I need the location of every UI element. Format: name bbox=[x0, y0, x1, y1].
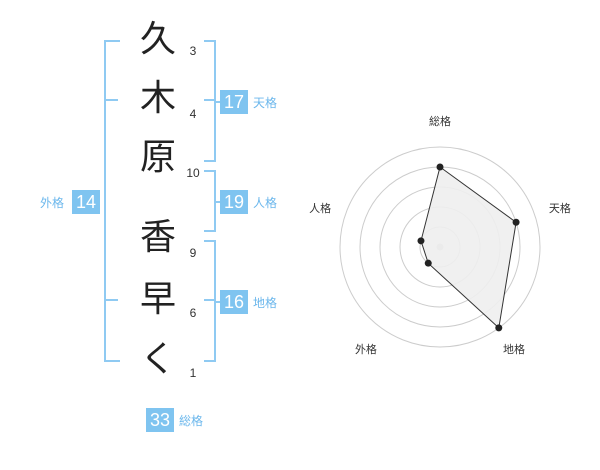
radar-axis-label: 天格 bbox=[549, 201, 571, 215]
tenkaku-label: 天格 bbox=[253, 96, 278, 110]
soukaku-label: 総格 bbox=[179, 414, 204, 428]
radar-grid-ring bbox=[339, 146, 541, 348]
radar-axis-label: 地格 bbox=[503, 342, 525, 356]
jinkaku-score: 19 bbox=[220, 190, 248, 214]
name-char-1: 久 bbox=[139, 19, 176, 60]
stroke-count-4: 9 bbox=[189, 246, 197, 260]
radar-point bbox=[417, 237, 425, 245]
radar-value-area bbox=[420, 166, 517, 329]
name-char-5: 早 bbox=[139, 279, 176, 320]
bracket-tick bbox=[106, 99, 118, 101]
radar-axis-label: 外格 bbox=[355, 342, 377, 356]
name-char-2: 木 bbox=[139, 78, 176, 119]
gaikaku-label: 外格 bbox=[40, 196, 65, 210]
name-char-6: く bbox=[139, 339, 176, 380]
bracket-connector bbox=[214, 101, 222, 103]
radar-axis-label: 総格 bbox=[429, 114, 451, 128]
name-char-3: 原 bbox=[139, 137, 176, 178]
radar-axis-label: 人格 bbox=[309, 201, 331, 215]
stroke-count-3: 10 bbox=[186, 166, 200, 180]
bracket-connector bbox=[214, 301, 222, 303]
name-char-4: 香 bbox=[139, 217, 176, 258]
stroke-count-5: 6 bbox=[189, 306, 197, 320]
tenkaku-score: 17 bbox=[220, 90, 248, 114]
soukaku-score: 33 bbox=[146, 408, 174, 432]
bracket-tick bbox=[204, 99, 214, 101]
radar-point bbox=[495, 324, 503, 332]
radar-point bbox=[512, 218, 520, 226]
stroke-count-1: 3 bbox=[189, 44, 197, 58]
chikaku-score: 16 bbox=[220, 290, 248, 314]
bracket-tick bbox=[106, 299, 118, 301]
stroke-count-6: 1 bbox=[189, 366, 197, 380]
bracket-tick bbox=[204, 299, 214, 301]
radar-point bbox=[424, 259, 432, 267]
chikaku-label: 地格 bbox=[253, 296, 278, 310]
stroke-count-2: 4 bbox=[189, 107, 197, 121]
radar-point bbox=[436, 163, 444, 171]
gaikaku-score: 14 bbox=[72, 190, 100, 214]
bracket-connector bbox=[214, 201, 222, 203]
jinkaku-label: 人格 bbox=[253, 196, 278, 210]
gaikaku-bracket bbox=[104, 40, 120, 362]
